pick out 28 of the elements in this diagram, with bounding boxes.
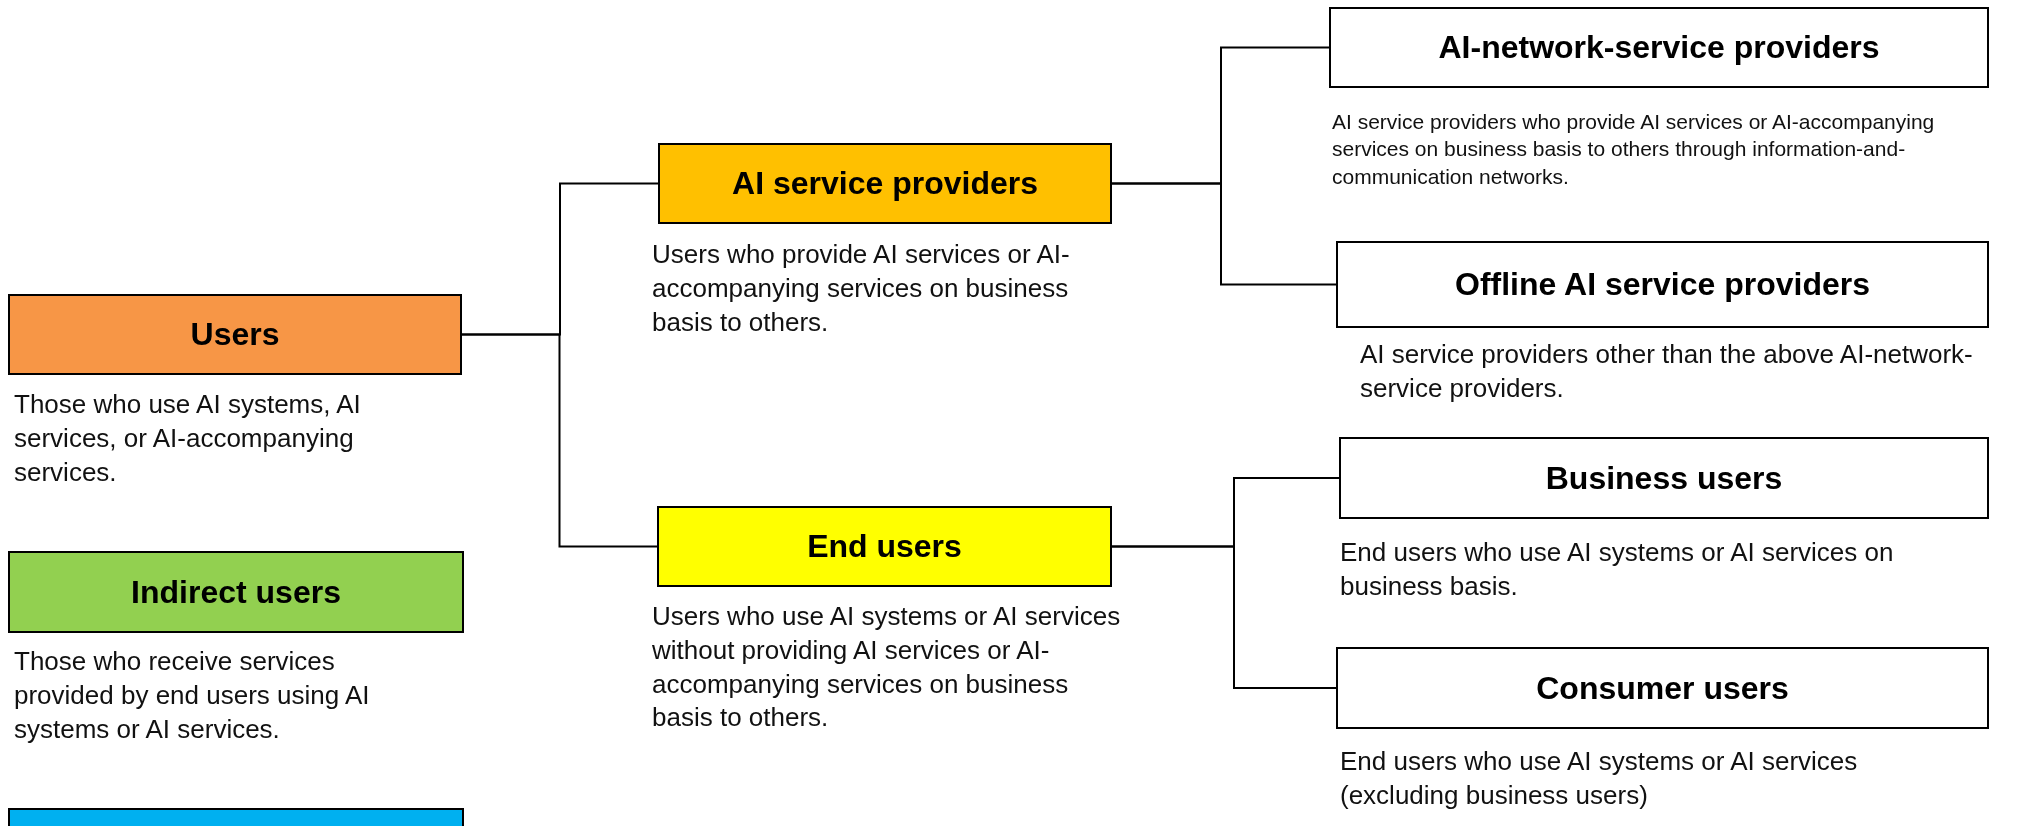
category-box <box>1339 437 1989 519</box>
category-title: Indirect users <box>131 573 341 611</box>
connector-line <box>1111 545 1337 689</box>
category-box <box>658 143 1112 224</box>
connector-line <box>461 333 658 548</box>
description-text: Those who use AI systems, AI services, or AI-accompanying services. <box>14 388 362 489</box>
category-title: AI-network-service providers <box>1438 29 1880 66</box>
description-text: End users who use AI systems or AI services (excluding business users) <box>1340 745 1859 812</box>
category-title: Users <box>190 316 280 353</box>
category-box <box>657 506 1112 587</box>
category-box <box>1329 7 1989 88</box>
description-text: AI service providers who provide AI services or AI-accompanying services on business basis to others through information-and-communication networks. <box>1332 109 1936 190</box>
category-box <box>1336 241 1989 328</box>
description-text: Users who provide AI services or AI-accompanying services on business basis to others. <box>652 238 1071 339</box>
category-title: End users <box>807 528 962 565</box>
category-box <box>8 294 462 375</box>
description-text: End users who use AI systems or AI services on business basis. <box>1340 536 1895 603</box>
category-box <box>1336 647 1989 729</box>
category-title: AI service providers <box>732 165 1038 202</box>
connector-line <box>1111 182 1337 286</box>
empty-box <box>8 808 464 826</box>
category-box <box>8 551 464 633</box>
category-title: Business users <box>1545 459 1783 497</box>
description-text: Users who use AI systems or AI services without providing AI services or AI-accompanying services on business basis to others. <box>652 600 1122 735</box>
category-title: Offline AI service providers <box>1455 266 1870 303</box>
category-title: Consumer users <box>1536 669 1789 707</box>
description-text: AI service providers other than the above AI-network-service providers. <box>1360 338 1974 405</box>
description-text: Those who receive services provided by end users using AI systems or AI services. <box>14 645 371 746</box>
